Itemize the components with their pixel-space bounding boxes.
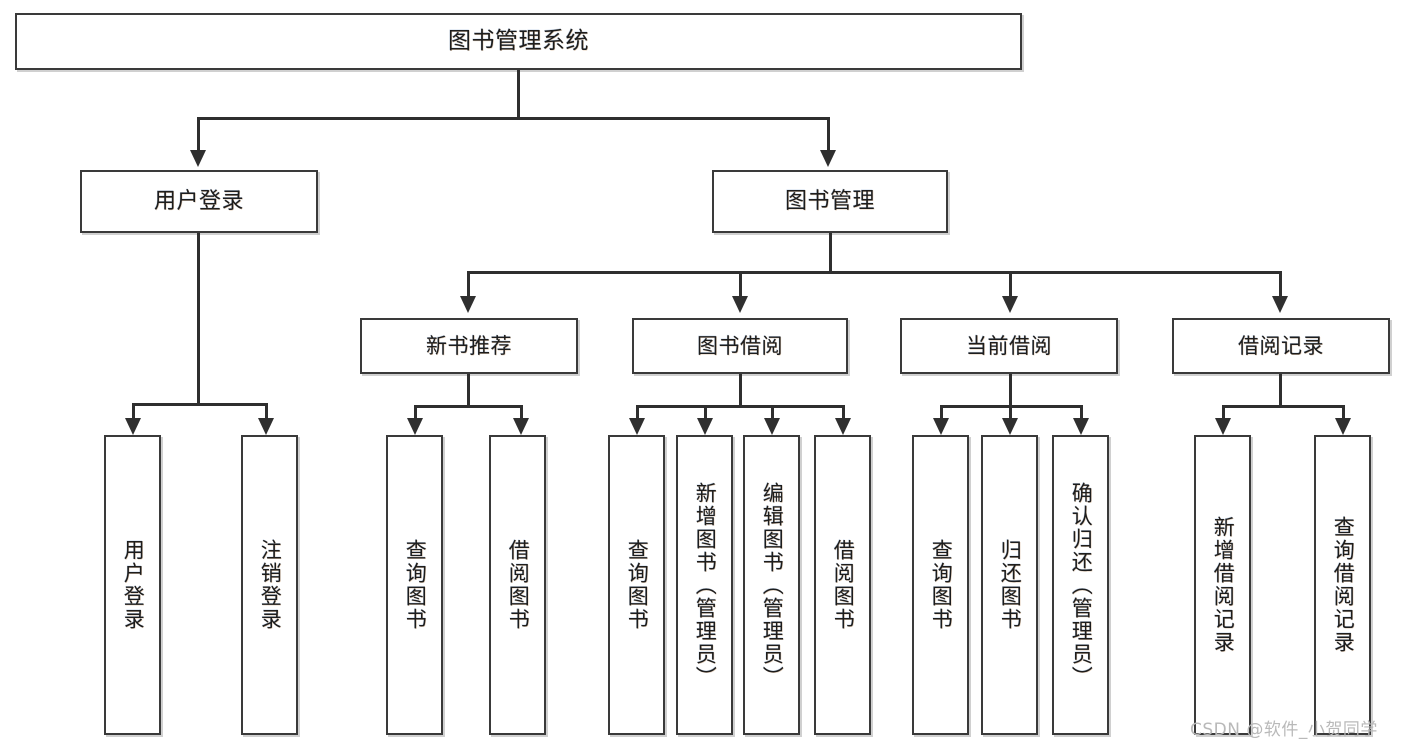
arrowhead-leaf-edit-book	[764, 418, 780, 435]
connector-book-manage-bus	[467, 271, 1281, 274]
connector-cb-drop-3	[1080, 405, 1083, 421]
connector-bb-drop-1	[636, 405, 639, 421]
connector-user-login-bus	[132, 403, 265, 406]
connector-cb-stem	[1009, 374, 1012, 405]
arrowhead-leaf-query-book-2	[629, 418, 645, 435]
node-leaf-borrow-book-1[interactable]: 借阅图书	[489, 435, 546, 735]
node-user-login[interactable]: 用户登录	[80, 170, 318, 233]
connector-user-login-drop-2	[265, 403, 268, 421]
connector-nbr-stem	[467, 374, 470, 405]
node-label: 借阅记录	[1238, 333, 1324, 358]
node-leaf-borrow-book-2[interactable]: 借阅图书	[814, 435, 871, 735]
connector-user-login-stem	[197, 233, 200, 403]
node-leaf-query-book-3[interactable]: 查询图书	[912, 435, 969, 735]
arrowhead-leaf-logout	[258, 418, 274, 435]
node-label: 借阅图书	[831, 539, 856, 631]
arrowhead-leaf-confirm-return	[1073, 418, 1089, 435]
arrowhead-book-borrow	[732, 296, 748, 313]
connector-br-drop-2	[1342, 405, 1345, 421]
connector-br-stem	[1279, 374, 1282, 405]
node-leaf-confirm-return[interactable]: 确认归还（管理员）	[1052, 435, 1109, 735]
connector-cb-drop-2	[1009, 405, 1012, 421]
arrowhead-leaf-borrow-book-2	[835, 418, 851, 435]
node-book-borrow[interactable]: 图书借阅	[632, 318, 848, 374]
node-leaf-add-book[interactable]: 新增图书（管理员）	[676, 435, 733, 735]
node-book-manage[interactable]: 图书管理	[712, 170, 948, 233]
arrowhead-new-book-recommend	[460, 296, 476, 313]
node-leaf-logout[interactable]: 注销登录	[241, 435, 298, 735]
arrowhead-user-login	[190, 150, 206, 167]
arrowhead-leaf-add-book	[697, 418, 713, 435]
connector-nbr-drop-2	[520, 405, 523, 421]
node-label: 查询图书	[929, 539, 954, 631]
connector-br-bus	[1222, 405, 1342, 408]
arrowhead-leaf-borrow-book-1	[513, 418, 529, 435]
node-label: 查询图书	[625, 539, 650, 631]
node-label: 编辑图书（管理员）	[760, 481, 785, 689]
connector-bm-drop-2	[739, 271, 742, 299]
node-label: 注销登录	[258, 539, 283, 631]
node-leaf-query-book-2[interactable]: 查询图书	[608, 435, 665, 735]
connector-cb-drop-1	[940, 405, 943, 421]
connector-bb-drop-2	[704, 405, 707, 421]
connector-user-login-drop-1	[132, 403, 135, 421]
arrowhead-leaf-user-login	[125, 418, 141, 435]
connector-root-stem	[517, 70, 520, 117]
arrowhead-borrow-record	[1272, 296, 1288, 313]
node-label: 用户登录	[153, 188, 244, 214]
node-leaf-return-book[interactable]: 归还图书	[981, 435, 1038, 735]
node-label: 查询图书	[403, 539, 428, 631]
arrowhead-book-manage	[820, 150, 836, 167]
connector-nbr-drop-1	[414, 405, 417, 421]
node-label: 图书借阅	[697, 333, 783, 358]
connector-bb-bus	[636, 405, 842, 408]
node-current-borrow[interactable]: 当前借阅	[900, 318, 1118, 374]
node-label: 新增图书（管理员）	[693, 481, 718, 689]
connector-bm-drop-1	[467, 271, 470, 299]
arrowhead-leaf-query-book-3	[933, 418, 949, 435]
arrowhead-leaf-query-book-1	[407, 418, 423, 435]
arrowhead-current-borrow	[1002, 296, 1018, 313]
connector-br-drop-1	[1222, 405, 1225, 421]
node-label: 图书管理系统	[448, 28, 589, 55]
node-label: 确认归还（管理员）	[1069, 481, 1094, 689]
connector-bm-drop-4	[1279, 271, 1282, 299]
connector-bm-drop-3	[1009, 271, 1012, 299]
node-label: 当前借阅	[966, 333, 1052, 358]
arrowhead-leaf-add-record	[1215, 418, 1231, 435]
connector-root-to-user-login	[197, 117, 200, 152]
node-leaf-user-login[interactable]: 用户登录	[104, 435, 161, 735]
arrowhead-leaf-return-book	[1002, 418, 1018, 435]
node-leaf-query-book-1[interactable]: 查询图书	[386, 435, 443, 735]
node-label: 查询借阅记录	[1331, 516, 1356, 654]
connector-root-bus	[197, 117, 829, 120]
connector-bb-drop-3	[771, 405, 774, 421]
connector-nbr-bus	[414, 405, 520, 408]
csdn-watermark: CSDN @软件_小贺同学	[1190, 720, 1378, 740]
connector-bb-stem	[739, 374, 742, 405]
node-label: 新增借阅记录	[1211, 516, 1236, 654]
node-label: 新书推荐	[426, 333, 512, 358]
node-label: 用户登录	[121, 539, 146, 631]
node-book-management-system[interactable]: 图书管理系统	[15, 13, 1022, 70]
node-leaf-edit-book[interactable]: 编辑图书（管理员）	[743, 435, 800, 735]
node-new-book-recommend[interactable]: 新书推荐	[360, 318, 578, 374]
node-label: 借阅图书	[506, 539, 531, 631]
connector-root-to-book-manage	[827, 117, 830, 152]
node-label: 图书管理	[784, 188, 875, 214]
node-leaf-query-record[interactable]: 查询借阅记录	[1314, 435, 1371, 735]
connector-bb-drop-4	[842, 405, 845, 421]
arrowhead-leaf-query-record	[1335, 418, 1351, 435]
node-borrow-record[interactable]: 借阅记录	[1172, 318, 1390, 374]
node-label: 归还图书	[998, 539, 1023, 631]
node-leaf-add-record[interactable]: 新增借阅记录	[1194, 435, 1251, 735]
connector-book-manage-stem	[829, 233, 832, 271]
